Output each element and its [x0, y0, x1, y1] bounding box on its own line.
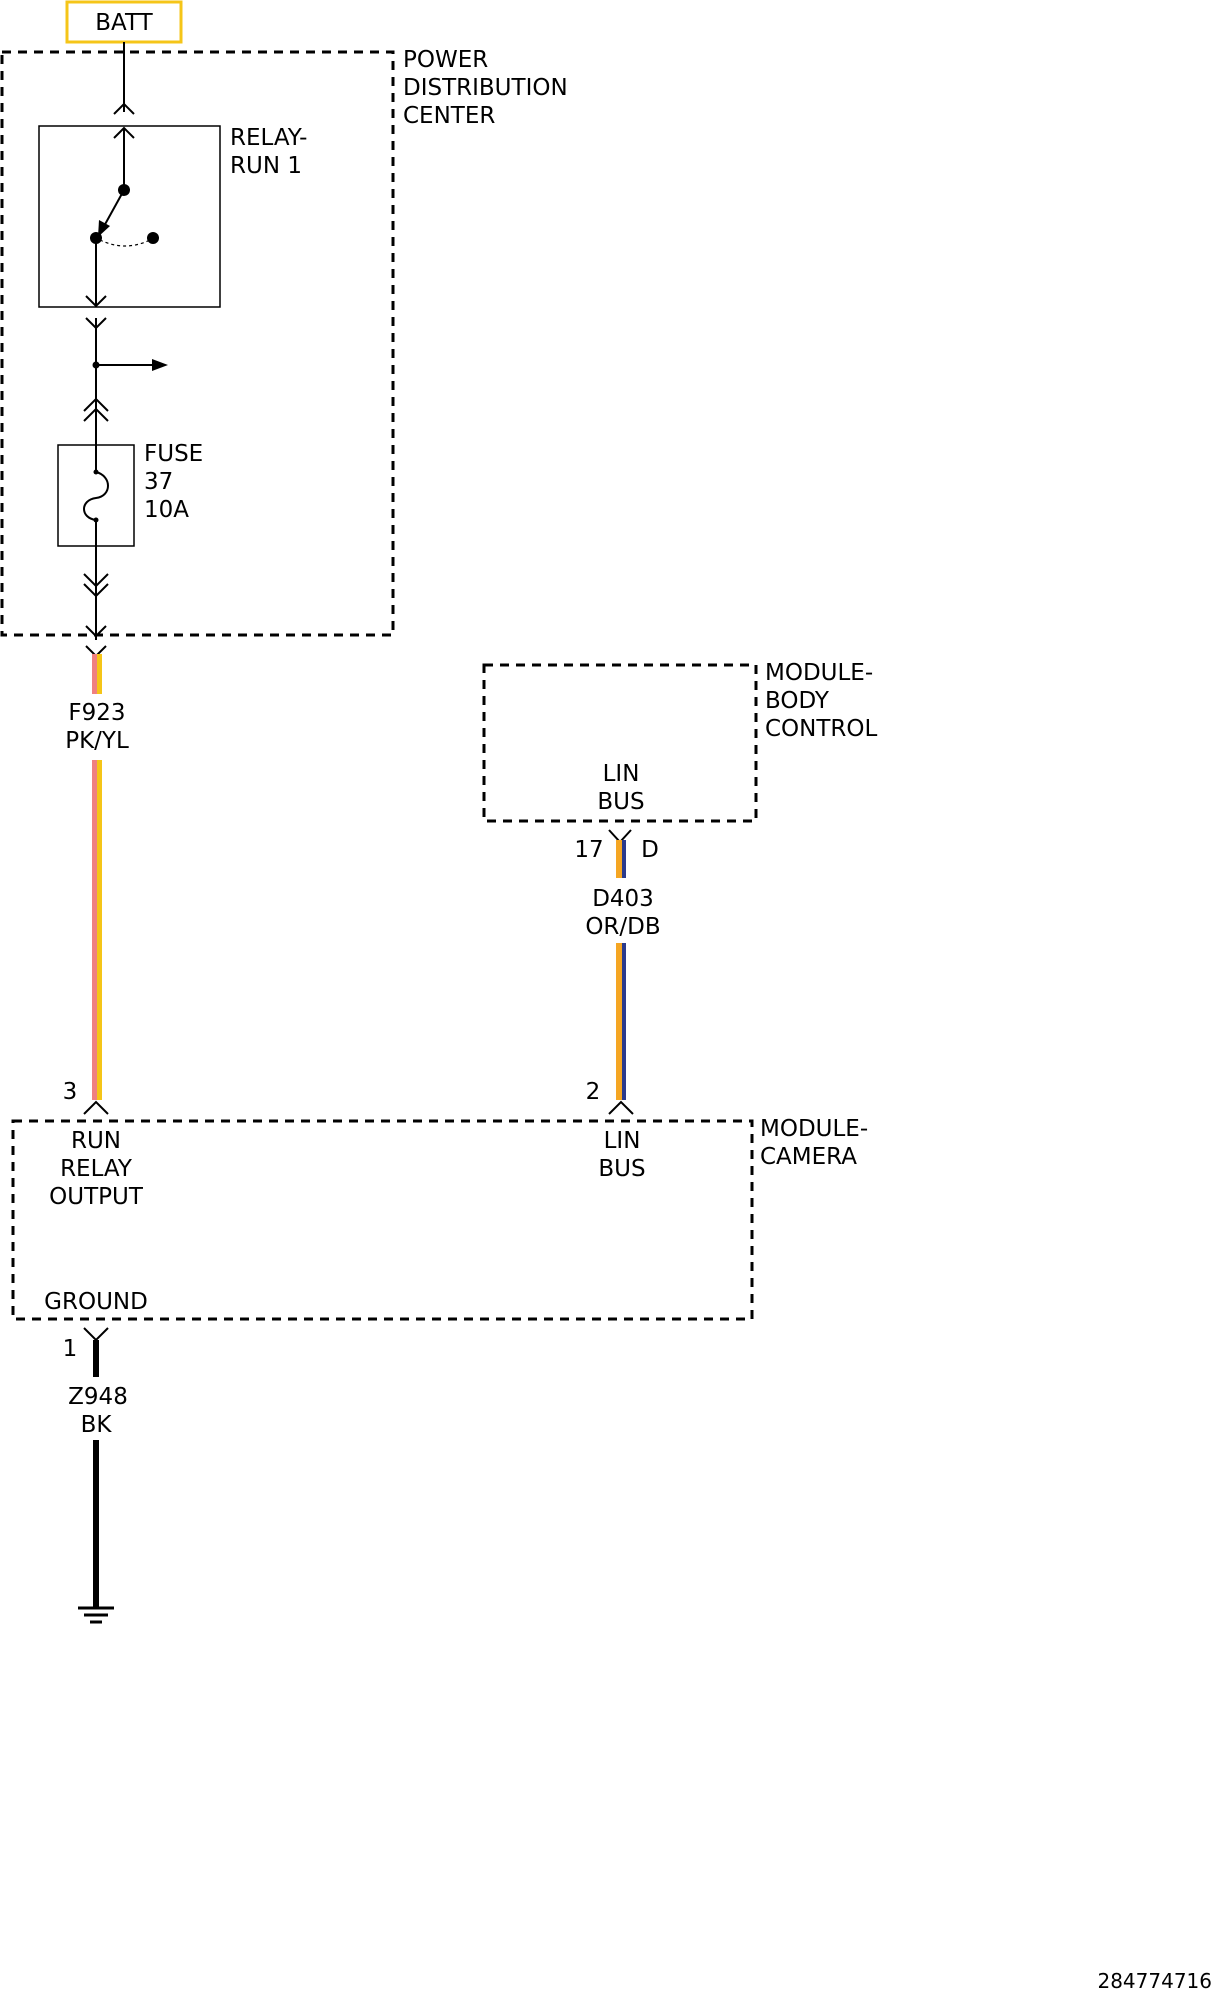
camera-pin3-label-line2: RELAY — [60, 1156, 133, 1182]
relay-label-line1: RELAY- — [230, 125, 307, 151]
bcm-label-line3: CONTROL — [765, 716, 878, 742]
pdc-box — [0, 50, 395, 637]
camera-pin2-number: 2 — [586, 1079, 601, 1105]
pdc-entry-connector — [113, 102, 135, 115]
camera-box — [11, 1119, 754, 1321]
bcm-box — [482, 663, 758, 823]
bcm-pin-label-line2: BUS — [597, 789, 644, 815]
wire-f923-lower-pink — [92, 760, 97, 1100]
wire-f923-color: PK/YL — [65, 728, 129, 754]
wire-z948-upper — [93, 1340, 99, 1377]
fuse-connector-bottom-1 — [83, 573, 109, 588]
camera-label-line2: CAMERA — [760, 1144, 857, 1170]
wire-f923-circuit: F923 — [68, 700, 125, 726]
relay-switch-arm — [102, 189, 125, 229]
camera-pin3-label-line3: OUTPUT — [49, 1184, 144, 1210]
camera-pin3-number: 3 — [63, 1079, 78, 1105]
wire-d403-upper-orange — [616, 840, 622, 878]
camera-pin3-connector — [83, 1100, 109, 1115]
wire-f923-lower-yellow — [97, 760, 102, 1100]
bcm-connector-pin: 17 — [574, 837, 603, 863]
pdc-exit-connector-inner — [85, 625, 107, 638]
ground-icon — [78, 1606, 114, 1624]
wire-d403-lower-orange — [616, 943, 622, 1100]
relay-label-line2: RUN 1 — [230, 153, 302, 179]
pdc-label-line3: CENTER — [403, 103, 495, 129]
wire-z948-lower — [93, 1440, 99, 1608]
fuse-connector-top-1 — [83, 397, 109, 412]
bcm-label-line1: MODULE- — [765, 660, 873, 686]
relay-bottom-terminal — [85, 295, 107, 308]
camera-pin1-connector — [83, 1327, 109, 1342]
pdc-label-line2: DISTRIBUTION — [403, 75, 568, 101]
figure-id: 284774716 — [1097, 1969, 1212, 1989]
batt-label: BATT — [95, 10, 153, 36]
camera-pin3-label-line1: RUN — [71, 1128, 121, 1154]
fuse-label-line3: 10A — [144, 497, 189, 523]
fuse-element-icon — [83, 471, 109, 521]
wire-z948-color: BK — [81, 1412, 113, 1438]
wire-d403-lower-blue — [622, 943, 626, 1100]
splice-branch-arrow-icon — [152, 359, 168, 371]
camera-pin2-label-line1: LIN — [604, 1128, 641, 1154]
pdc-label-line1: POWER — [403, 47, 488, 73]
camera-pin2-label-line2: BUS — [598, 1156, 645, 1182]
wire-z948-circuit: Z948 — [68, 1384, 128, 1410]
fuse-connector-bottom-2 — [83, 583, 109, 598]
bcm-connector-id: D — [641, 837, 659, 863]
camera-pin1-number: 1 — [63, 1336, 78, 1362]
relay-switch-arrowhead — [98, 220, 110, 237]
wire-d403-upper-blue — [622, 840, 626, 878]
camera-ground-label: GROUND — [44, 1289, 148, 1315]
relay-contact-no-dot — [147, 232, 159, 244]
bcm-label-line2: BODY — [765, 688, 830, 714]
camera-pin2-connector — [608, 1100, 634, 1115]
wire-d403-color: OR/DB — [585, 914, 660, 940]
fuse-label-line1: FUSE — [144, 441, 203, 467]
wire-f923-upper-pink — [92, 654, 97, 694]
relay-coil-link — [99, 239, 151, 247]
camera-label-line1: MODULE- — [760, 1116, 868, 1142]
bcm-pin-label-line1: LIN — [603, 761, 640, 787]
fuse-connector-top-2 — [83, 407, 109, 422]
fuse-terminal-top-dot — [93, 469, 99, 475]
fuse-label-line2: 37 — [144, 469, 173, 495]
wire-d403-circuit: D403 — [592, 886, 654, 912]
relay-box — [38, 125, 221, 308]
wire-f923-upper-yellow — [97, 654, 102, 694]
